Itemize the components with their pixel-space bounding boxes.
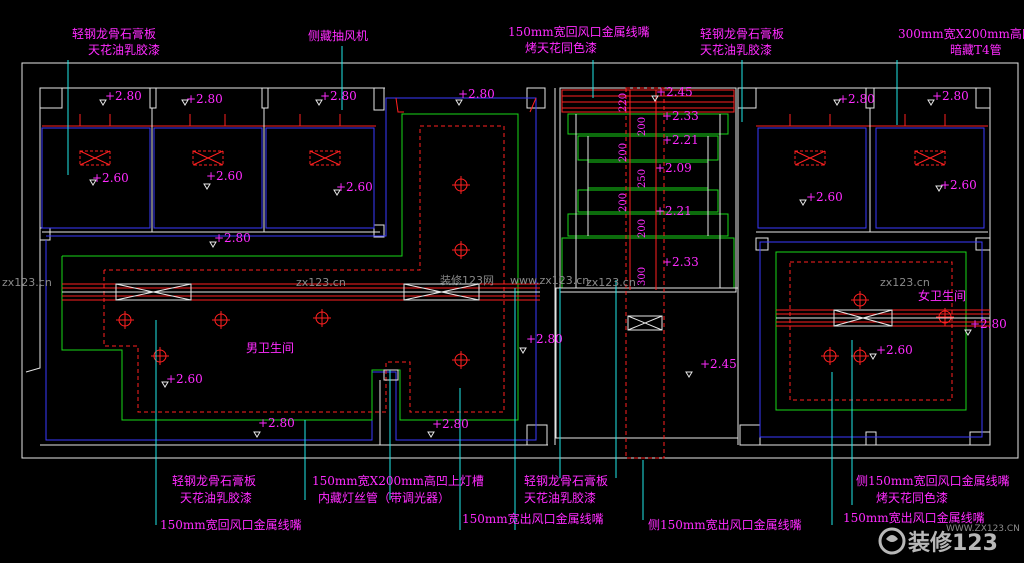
annotation-line: 天花油乳胶漆	[700, 42, 772, 57]
annotation-return-left: 150mm宽回风口金属线嘴	[160, 517, 302, 532]
annotation-line: 暗藏T4管	[950, 42, 1002, 57]
level-label: +2.60	[336, 180, 373, 194]
level-label: +2.09	[655, 161, 692, 175]
dimension-labels: 220 200 200 250 200 200 300	[618, 93, 648, 286]
level-label: +2.60	[166, 372, 203, 386]
level-label: +2.80	[105, 89, 142, 103]
annotation-line: 轻钢龙骨石膏板	[72, 26, 156, 41]
annotation-line: 轻钢龙骨石膏板	[524, 473, 608, 488]
level-label: +2.33	[662, 255, 699, 269]
watermark: www.zx123.cn	[510, 274, 589, 287]
level-label: +2.80	[186, 92, 223, 106]
watermark: 装修123网	[440, 273, 494, 287]
downlights	[116, 176, 954, 369]
watermark: zx123.cn	[880, 276, 930, 289]
annotation-bottom-light: 150mm宽X200mm高凹上灯槽 内藏灯丝管（带调光器）	[312, 473, 484, 505]
watermark: zx123.cn	[2, 276, 52, 289]
leader-lines	[67, 46, 898, 530]
level-label: +2.60	[806, 190, 843, 204]
annotation-outlet-right: 150mm宽出风口金属线嘴	[843, 510, 985, 525]
dimension-chain	[629, 90, 657, 290]
site-logo: WWW.ZX123.CN 装修123	[878, 524, 1020, 556]
dimension-label: 300	[637, 267, 648, 286]
level-label: +2.80	[258, 416, 295, 430]
dimension-label: 200	[618, 143, 629, 162]
level-label: +2.60	[206, 169, 243, 183]
annotation-line: 侧150mm宽回风口金属线嘴	[856, 473, 1010, 488]
dimension-label: 200	[637, 219, 648, 238]
annotation-top-center: 150mm宽回风口金属线嘴 烤天花同色漆	[508, 24, 650, 55]
level-label: +2.60	[92, 171, 129, 185]
dimension-label: 200	[618, 193, 629, 212]
annotation-top-right-light: 300mm宽X200mm高凹上灯 暗藏T4管	[898, 26, 1024, 57]
level-label: +2.45	[656, 85, 693, 99]
men-wc-ceiling	[45, 97, 537, 441]
level-label: +2.80	[970, 317, 1007, 331]
level-label: +2.80	[432, 417, 469, 431]
level-label: +2.80	[458, 87, 495, 101]
corridor-stepped-ceiling	[555, 87, 739, 459]
annotation-line: 内藏灯丝管（带调光器）	[318, 490, 450, 505]
level-label: +2.21	[655, 204, 692, 218]
logo-mark-icon	[878, 527, 906, 555]
annotation-line: 天花油乳胶漆	[524, 490, 596, 505]
dimension-label: 200	[637, 117, 648, 136]
room-label-men: 男卫生间	[246, 341, 294, 355]
annotation-bottom-center-board: 轻钢龙骨石膏板 天花油乳胶漆	[524, 473, 608, 505]
annotation-exhaust: 侧藏抽风机	[308, 29, 368, 43]
level-label: +2.80	[214, 231, 251, 245]
annotation-line: 天花油乳胶漆	[180, 490, 252, 505]
room-label-women: 女卫生间	[918, 288, 966, 303]
dimension-label: 250	[637, 169, 648, 188]
watermark: zx123.cn	[296, 276, 346, 289]
women-wc-ceiling	[759, 241, 990, 438]
stall-row-right	[756, 108, 988, 233]
level-label: +2.45	[700, 357, 737, 371]
annotation-line: 150mm宽X200mm高凹上灯槽	[312, 473, 484, 488]
annotation-line: 300mm宽X200mm高凹上灯	[898, 26, 1024, 41]
duct-band	[62, 283, 540, 301]
logo-name: 装修123	[908, 530, 998, 556]
level-label: +2.80	[526, 332, 563, 346]
annotation-line: 150mm宽回风口金属线嘴	[508, 24, 650, 39]
level-label: +2.33	[662, 109, 699, 123]
level-label: +2.60	[940, 178, 977, 192]
wall-columns	[39, 87, 991, 446]
level-labels: +2.80 +2.80 +2.80 +2.80 +2.45 +2.33 +2.2…	[92, 85, 1007, 431]
level-label: +2.60	[876, 343, 913, 357]
level-label: +2.21	[662, 133, 699, 147]
annotation-top-right-board: 轻钢龙骨石膏板 天花油乳胶漆	[700, 26, 784, 57]
level-label: +2.80	[932, 89, 969, 103]
annotation-line: 烤天花同色漆	[876, 490, 948, 505]
annotation-line: 天花油乳胶漆	[88, 42, 160, 57]
building-outline	[21, 62, 1019, 459]
annotation-bottom-right-return: 侧150mm宽回风口金属线嘴 烤天花同色漆	[856, 473, 1010, 505]
level-markers	[89, 95, 972, 438]
stall-row-left	[41, 108, 380, 233]
annotation-outlet: 150mm宽出风口金属线嘴	[462, 511, 604, 526]
level-label: +2.80	[320, 89, 357, 103]
annotation-line: 轻钢龙骨石膏板	[700, 26, 784, 41]
watermarks: zx123.cn zx123.cn 装修123网 www.zx123.cn zx…	[2, 273, 930, 289]
logo-url: WWW.ZX123.CN	[946, 524, 1020, 534]
watermark: zx123.cn	[586, 276, 636, 289]
annotation-line: 轻钢龙骨石膏板	[172, 473, 256, 488]
level-label: +2.80	[838, 92, 875, 106]
annotation-bottom-left-board: 轻钢龙骨石膏板 天花油乳胶漆	[172, 473, 256, 505]
annotation-line: 烤天花同色漆	[525, 40, 597, 55]
annotation-side-outlet: 侧150mm宽出风口金属线嘴	[648, 517, 802, 532]
dimension-label: 220	[618, 93, 629, 112]
annotation-top-left: 轻钢龙骨石膏板 天花油乳胶漆	[72, 26, 160, 57]
